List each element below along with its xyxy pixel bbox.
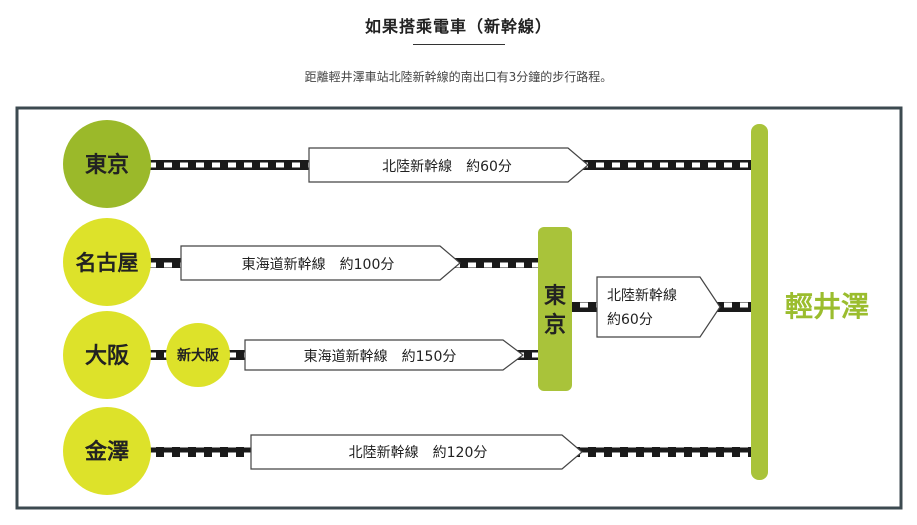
route-label-osaka-tokyo: 東海道新幹線 約150分 xyxy=(304,348,457,365)
route-arrow-kanazawa-karuizawa xyxy=(250,434,583,470)
route-arrow-nagoya-tokyo xyxy=(180,245,461,281)
station-circle-tokyo xyxy=(63,120,151,208)
route-label-tokyohub-time: 約60分 xyxy=(607,312,653,328)
route-arrow-tokyo-karuizawa xyxy=(308,147,589,183)
station-label-kanazawa: 金澤 xyxy=(84,439,129,465)
station-label-osaka: 大阪 xyxy=(85,344,129,369)
station-circle-shin-osaka xyxy=(166,323,230,387)
page-subtitle: 距離輕井澤車站北陸新幹線的南出口有3分鐘的步行路程。 xyxy=(304,70,613,84)
station-label-nagoya: 名古屋 xyxy=(76,251,139,275)
track-osaka-shinosaka xyxy=(148,350,170,360)
station-label-karuizawa: 輕井澤 xyxy=(785,290,869,323)
station-circle-nagoya xyxy=(63,218,151,306)
title-underline xyxy=(413,44,505,45)
route-label-tokyo-karuizawa: 北陸新幹線 約60分 xyxy=(382,158,512,175)
route-arrow-tokyohub-karuizawa xyxy=(596,276,721,338)
station-label-tokyo-hub-2: 京 xyxy=(544,312,566,338)
station-circle-osaka xyxy=(63,311,151,399)
station-label-shin-osaka: 新大阪 xyxy=(177,347,220,364)
route-label-kanazawa-karuizawa: 北陸新幹線 約120分 xyxy=(349,444,488,461)
station-label-tokyo-hub-1: 東 xyxy=(544,284,566,309)
page-title: 如果搭乘電車（新幹線） xyxy=(364,17,552,36)
station-bar-tokyo-hub xyxy=(538,227,572,391)
station-bar-karuizawa xyxy=(751,124,768,480)
station-circle-kanazawa xyxy=(63,407,151,495)
route-label-tokyohub-line: 北陸新幹線 xyxy=(607,287,677,304)
station-label-tokyo: 東京 xyxy=(85,152,129,178)
route-arrow-osaka-tokyo xyxy=(244,339,524,371)
route-label-nagoya-tokyo: 東海道新幹線 約100分 xyxy=(242,256,395,273)
